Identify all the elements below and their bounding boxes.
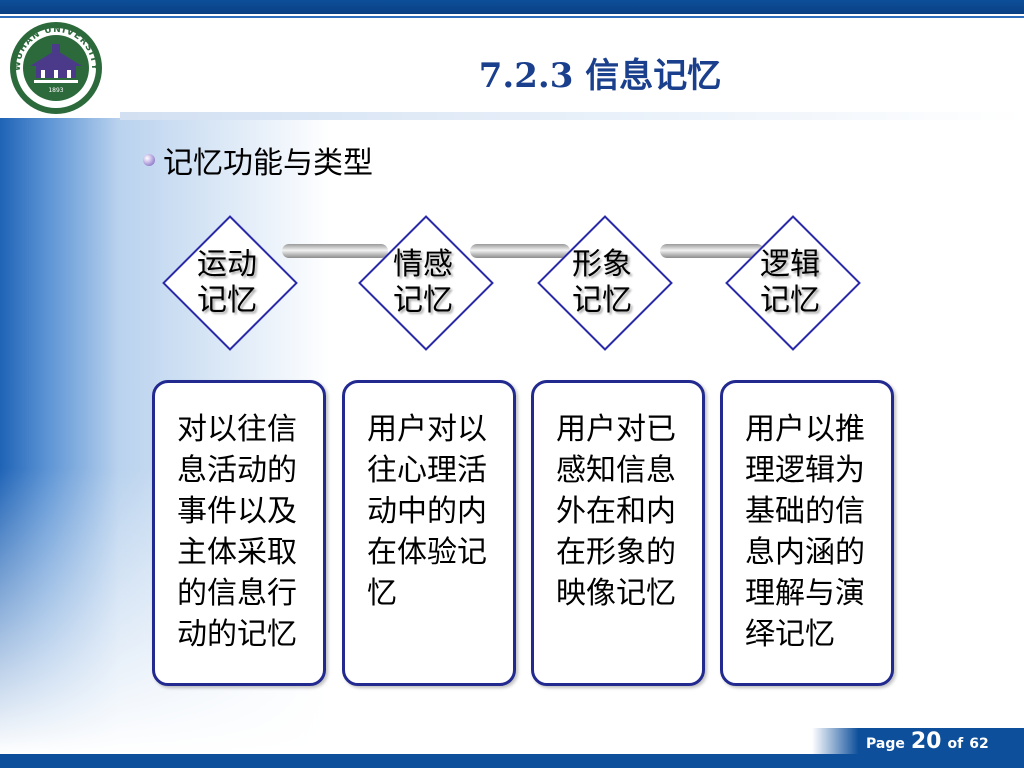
- card-text: 用户对已感知信息外在和内在形象的映像记忆: [556, 412, 676, 611]
- card-text: 对以往信息活动的事件以及主体采取的信息行动的记忆: [177, 412, 297, 652]
- type-label-line1: 运动: [197, 247, 257, 282]
- bullet-item: 记忆功能与类型: [143, 140, 373, 181]
- page-label: Page: [866, 736, 905, 752]
- university-seal-icon: WUHAN UNIVERSITY 1893: [10, 22, 102, 114]
- description-card-logical: 用户以推理逻辑为基础的信息内涵的理解与演绎记忆: [720, 380, 894, 686]
- type-label-line2: 记忆: [760, 283, 820, 318]
- type-label: 逻辑 记忆: [725, 247, 855, 319]
- description-card-motor: 对以往信息活动的事件以及主体采取的信息行动的记忆: [152, 380, 326, 686]
- description-card-image: 用户对已感知信息外在和内在形象的映像记忆: [531, 380, 705, 686]
- bullet-sphere-icon: [143, 154, 155, 166]
- card-text: 用户以推理逻辑为基础的信息内涵的理解与演绎记忆: [745, 412, 865, 652]
- page-indicator-box: [812, 728, 1024, 754]
- type-diamond-emotional: 情感 记忆: [358, 215, 494, 351]
- page-indicator: Page 20 of 62: [866, 729, 989, 755]
- connector-bar-2: [470, 244, 570, 258]
- connector-bar-3: [660, 244, 764, 258]
- top-divider: [0, 16, 1024, 18]
- header-divider: [120, 112, 1024, 120]
- of-label: of: [947, 736, 964, 752]
- top-banner: [0, 0, 1024, 14]
- type-label-line2: 记忆: [572, 283, 632, 318]
- bullet-text: 记忆功能与类型: [163, 146, 373, 181]
- type-label-line1: 情感: [393, 247, 453, 282]
- seal-year: 1893: [48, 87, 63, 94]
- type-label-line2: 记忆: [197, 283, 257, 318]
- type-diamond-motor: 运动 记忆: [162, 215, 298, 351]
- type-label-line2: 记忆: [393, 283, 453, 318]
- type-label-line1: 逻辑: [760, 247, 820, 282]
- type-diamond-logical: 逻辑 记忆: [725, 215, 861, 351]
- connector-bar-1: [282, 244, 388, 258]
- bottom-banner: [0, 754, 1024, 768]
- type-label-line1: 形象: [572, 247, 632, 282]
- card-text: 用户对以往心理活动中的内在体验记忆: [367, 412, 487, 611]
- total-pages: 62: [969, 736, 989, 752]
- page-title: 7.2.3 信息记忆: [478, 56, 722, 96]
- type-label: 运动 记忆: [162, 247, 292, 319]
- type-label: 情感 记忆: [358, 247, 488, 319]
- description-card-emotional: 用户对以往心理活动中的内在体验记忆: [342, 380, 516, 686]
- type-diamond-image: 形象 记忆: [537, 215, 673, 351]
- type-label: 形象 记忆: [537, 247, 667, 319]
- page-number: 20: [910, 729, 942, 754]
